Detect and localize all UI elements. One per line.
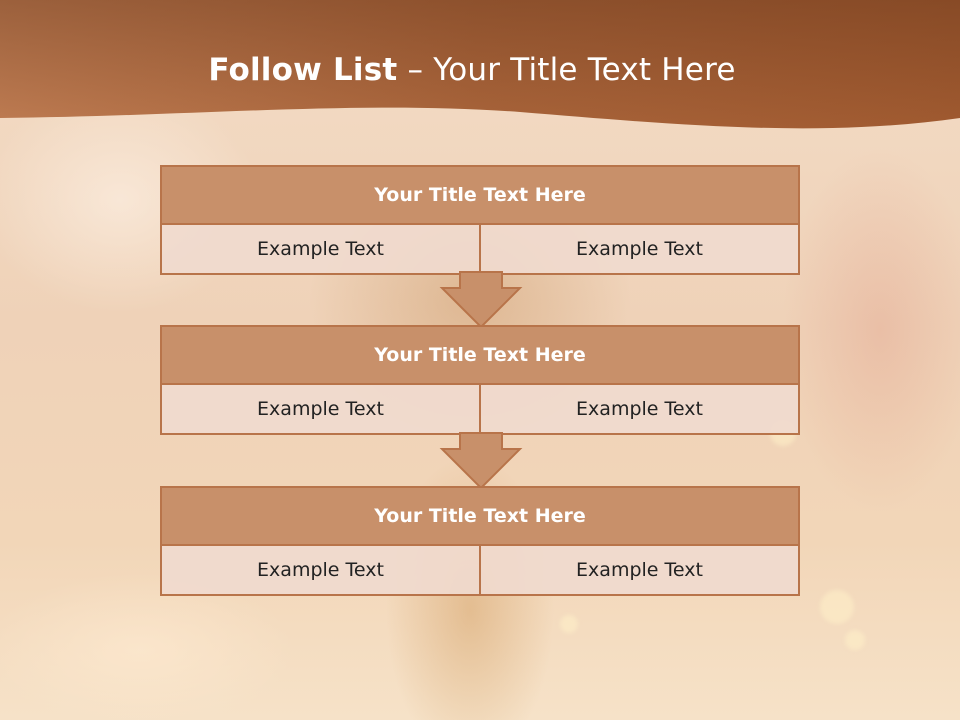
list-block-2: Your Title Text Here Example Text Exampl… [160, 325, 800, 435]
list-block-1: Your Title Text Here Example Text Exampl… [160, 165, 800, 275]
slide-title-bold: Follow List [208, 52, 398, 88]
block-cell-left: Example Text [257, 238, 384, 260]
block-title: Your Title Text Here [162, 488, 798, 546]
block-cell-right: Example Text [479, 546, 798, 594]
block-title: Your Title Text Here [162, 327, 798, 385]
block-row: Example Text Example Text [162, 385, 798, 433]
block-cell-left: Example Text [257, 559, 384, 581]
down-arrow-icon [439, 432, 523, 490]
block-row: Example Text Example Text [162, 225, 798, 273]
block-row: Example Text Example Text [162, 546, 798, 594]
block-title: Your Title Text Here [162, 167, 798, 225]
slide-title-rest: – Your Title Text Here [397, 52, 736, 88]
down-arrow-icon [439, 271, 523, 329]
block-cell-right: Example Text [479, 385, 798, 433]
slide-title: Follow List – Your Title Text Here [0, 52, 944, 88]
list-block-3: Your Title Text Here Example Text Exampl… [160, 486, 800, 596]
block-cell-right: Example Text [479, 225, 798, 273]
block-cell-left: Example Text [257, 398, 384, 420]
header-band [0, 0, 960, 129]
